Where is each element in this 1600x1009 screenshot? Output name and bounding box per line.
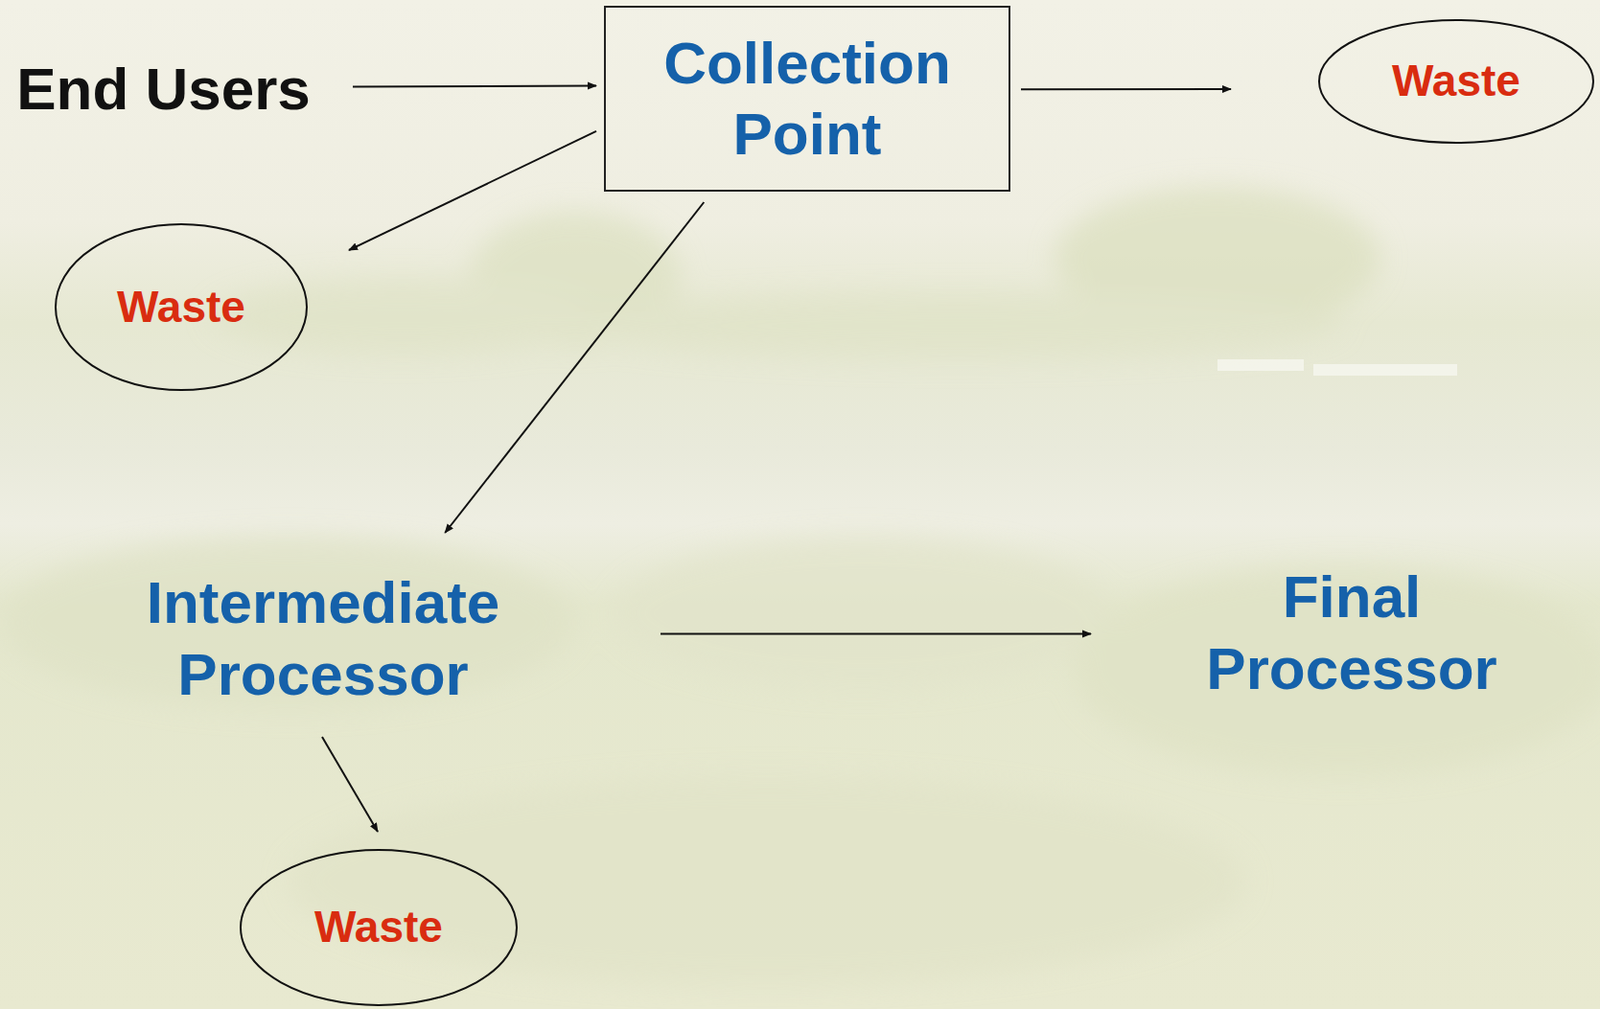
source-label: End Users [4,46,323,134]
flow-arrow [322,737,378,833]
node-text: Waste [116,280,246,334]
flow-arrow [352,85,597,87]
flow-arrow [1020,88,1231,91]
node-text: Intermediate Processor [131,567,515,711]
node-text: Waste [314,901,443,954]
waste-ellipse: Waste [1318,19,1595,144]
text-group: Intermediate Processor [131,567,515,711]
process-label: Intermediate Processor [119,559,527,719]
node-text: Final Processor [1188,561,1515,705]
flow-arrow [348,131,597,251]
node-text: Collection Point [615,27,999,171]
node-text: End Users [16,53,311,125]
text-group: Waste [116,280,246,334]
process-box: Collection Point [603,5,1011,192]
text-group: Waste [314,901,443,954]
text-group: End Users [16,53,311,125]
flow-arrow [660,633,1091,636]
process-label: Final Processor [1177,554,1527,713]
waste-ellipse: Waste [54,223,308,392]
waste-ellipse: Waste [239,849,518,1007]
ellipse-shape [240,850,517,1006]
flow-arrow [444,202,704,534]
ellipse-shape [55,224,307,391]
node-text: Waste [1391,54,1521,108]
text-group: Final Processor [1188,561,1515,705]
text-group: Waste [1391,54,1521,108]
text-group: Collection Point [615,27,999,171]
ellipse-shape [1319,20,1594,143]
